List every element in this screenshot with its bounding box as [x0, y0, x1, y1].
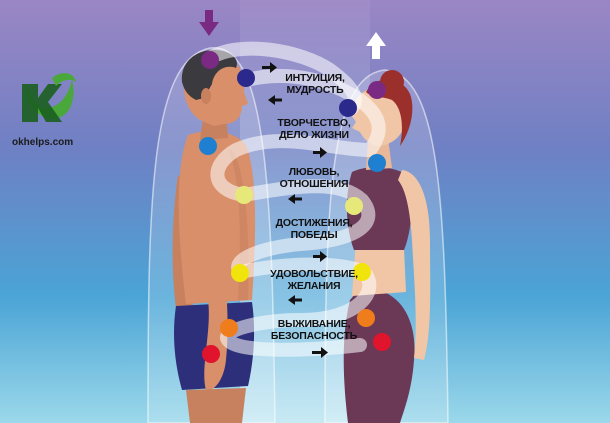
woman-solar-plexus-chakra — [353, 263, 371, 281]
arrow-left-icon — [288, 295, 302, 305]
down-arrow-icon — [199, 10, 219, 36]
up-arrow-icon — [366, 32, 386, 59]
arrow-right-icon — [313, 147, 327, 158]
man-solar-plexus-chakra — [231, 264, 249, 282]
arrow-left-icon — [268, 95, 282, 105]
woman-throat-chakra — [368, 154, 386, 172]
arrow-left-icon — [288, 194, 302, 204]
arrow-right-icon — [312, 347, 328, 358]
ok-leaf-logo — [22, 73, 76, 122]
energy-label-pleasure: УДОВОЛЬСТВИЕ, ЖЕЛАНИЯ — [270, 268, 358, 292]
energy-label-achievement: ДОСТИЖЕНИЯ, ПОБЕДЫ — [275, 217, 353, 241]
energy-ribbon — [203, 41, 386, 357]
man-third-eye-chakra — [237, 69, 255, 87]
woman-heart-chakra — [345, 197, 363, 215]
man-throat-chakra — [199, 137, 217, 155]
flow-arrows — [262, 62, 328, 358]
energy-label-survival: ВЫЖИВАНИЕ, БЕЗОПАСНОСТЬ — [270, 318, 358, 342]
energy-label-intuition: ИНТУИЦИЯ, МУДРОСТЬ — [285, 72, 345, 96]
man-sacral-chakra — [220, 319, 238, 337]
woman-root-chakra — [373, 333, 391, 351]
arrow-right-icon — [262, 62, 277, 73]
man-root-chakra — [202, 345, 220, 363]
woman-crown-chakra — [368, 81, 386, 99]
energy-label-love: ЛЮБОВЬ, ОТНОШЕНИЯ — [279, 166, 349, 190]
woman-sacral-chakra — [357, 309, 375, 327]
man-crown-chakra — [201, 51, 219, 69]
site-name: okhelps.com — [12, 137, 74, 148]
woman-third-eye-chakra — [339, 99, 357, 117]
energy-label-creativity: ТВОРЧЕСТВО, ДЕЛО ЖИЗНИ — [277, 117, 351, 141]
man-heart-chakra — [235, 186, 253, 204]
arrow-right-icon — [313, 251, 327, 262]
